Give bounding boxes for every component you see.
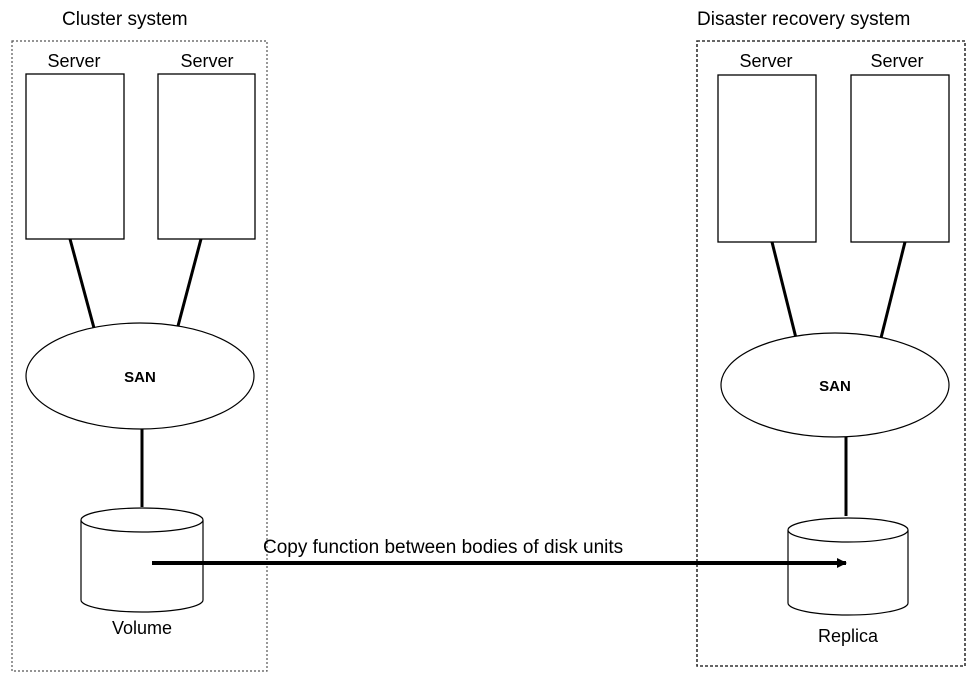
cluster-server-2-label: Server [180,51,233,71]
dr-system-title: Disaster recovery system [697,9,910,30]
cluster-server-2-san-link [176,238,203,327]
dr-system: Disaster recovery system Server Server S… [696,9,966,667]
dr-server-1-san-link [770,241,798,339]
dr-server-2 [850,74,950,243]
dr-san-label: SAN [819,378,851,395]
dr-server-2-label: Server [870,51,923,71]
dr-server-2-san-link [879,241,907,339]
dr-disk [787,517,909,616]
cluster-server-1-san-link [68,238,96,329]
copy-function: Copy function between bodies of disk uni… [152,537,847,568]
dr-disk-label: Replica [818,626,879,646]
cluster-disk [80,507,204,613]
cluster-disk-label: Volume [112,618,172,638]
cluster-system: Cluster system Server Server SAN Volume [11,9,268,672]
cluster-system-boundary [11,40,268,672]
dr-server-1 [717,74,817,243]
cluster-san [25,322,255,430]
dr-system-boundary [696,40,966,667]
dr-san [720,332,950,438]
cluster-san-label: SAN [124,369,156,386]
cluster-server-1 [25,73,125,240]
cluster-server-2 [157,73,256,240]
cluster-server-1-label: Server [47,51,100,71]
copy-function-label: Copy function between bodies of disk uni… [263,537,623,558]
cluster-system-title: Cluster system [62,9,188,30]
dr-server-1-label: Server [739,51,792,71]
